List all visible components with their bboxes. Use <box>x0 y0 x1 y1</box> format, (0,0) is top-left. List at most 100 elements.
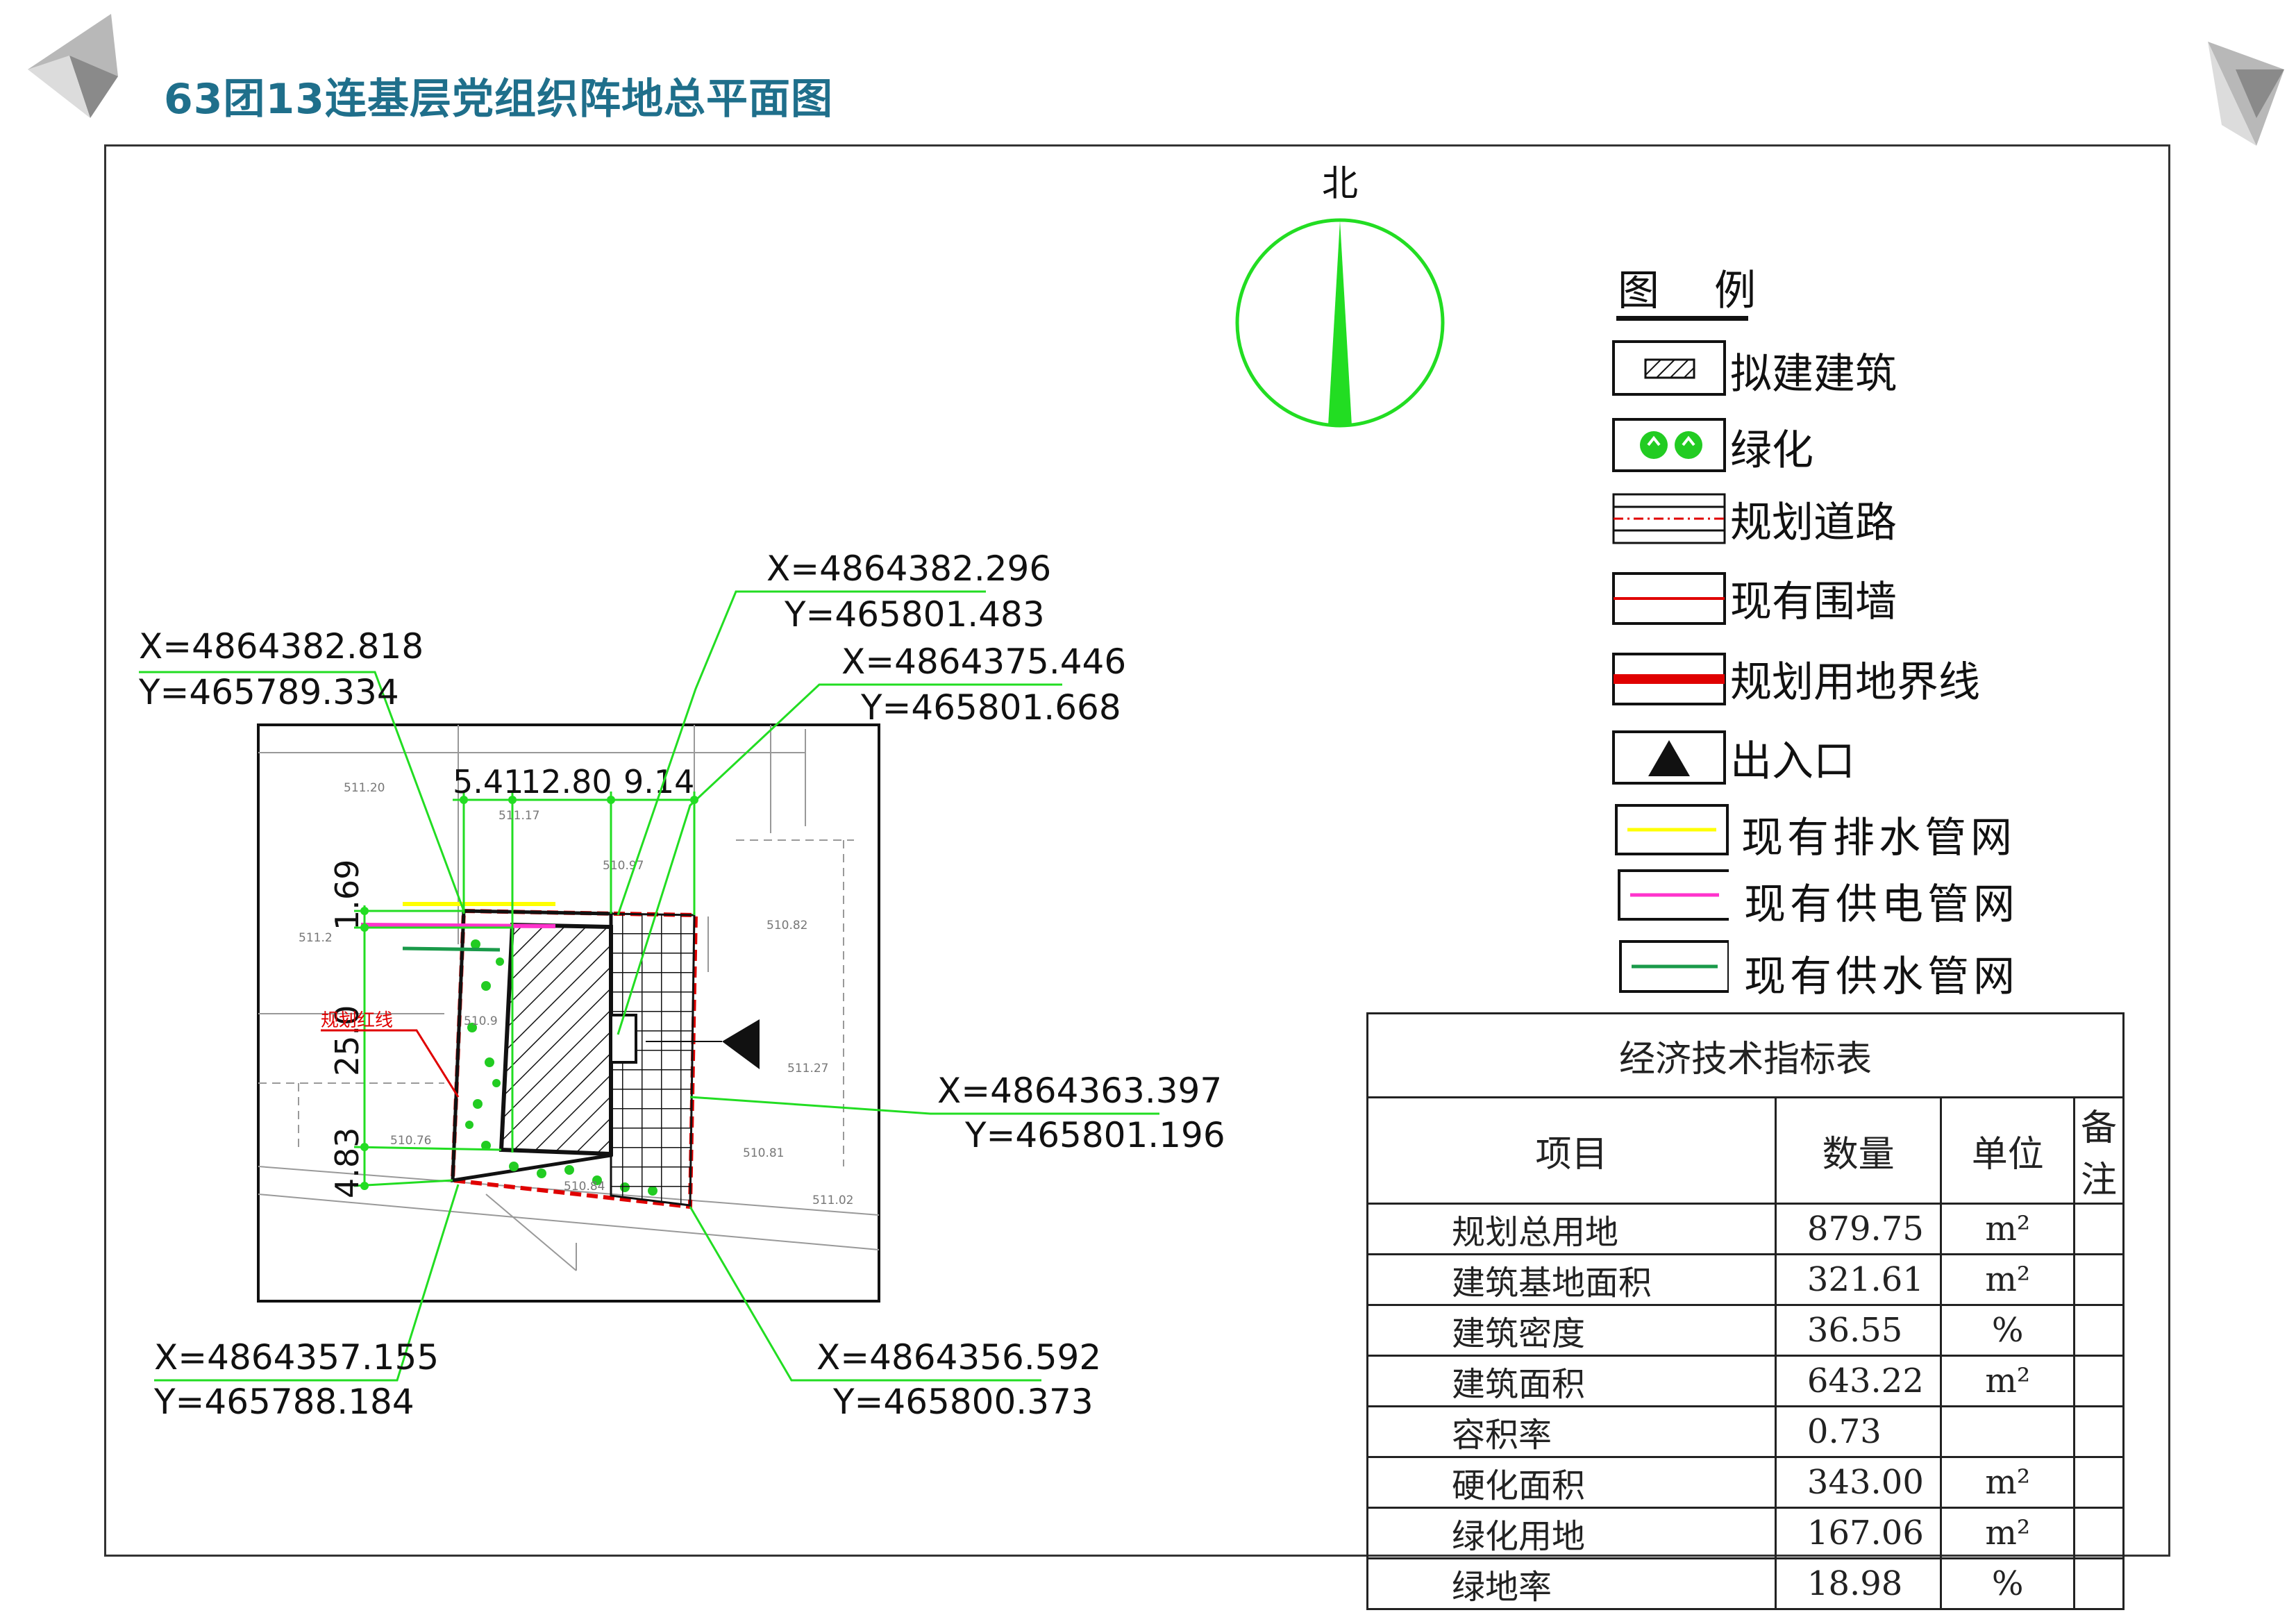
coord-se-y: Y=465800.373 <box>832 1382 1093 1422</box>
dim-top-1: 5.41 <box>453 763 523 801</box>
coord-se-x: X=4864356.592 <box>816 1337 1101 1378</box>
row-remark <box>2072 1304 2125 1357</box>
spot-elevation: 511.2 <box>299 931 333 945</box>
spot-elevation: 510.97 <box>603 859 644 873</box>
dim-top-2: 12.80 <box>521 763 612 801</box>
proposed-building <box>498 922 613 1157</box>
row-unit: m² <box>1940 1507 2075 1559</box>
spot-elevation: 511.17 <box>498 809 539 823</box>
table-row: 规划总用地 879.75 m² <box>1366 1203 2125 1255</box>
table-row: 建筑面积 643.22 m² <box>1366 1355 2125 1407</box>
row-remark <box>2072 1405 2125 1458</box>
redline-label: 规划红线 <box>321 1010 393 1031</box>
table-row: 建筑密度 36.55 % <box>1366 1304 2125 1357</box>
spot-elevations: 511.20 511.17 510.97 510.82 511.2 510.76… <box>299 781 853 1207</box>
water-pipe <box>402 946 501 952</box>
legend-label-entrance: 出入口 <box>1730 737 1855 786</box>
row-unit: m² <box>1940 1203 2075 1255</box>
table-row: 容积率 0.73 <box>1366 1405 2125 1458</box>
row-item: 建筑面积 <box>1366 1355 1777 1407</box>
row-unit: m² <box>1940 1355 2075 1407</box>
row-value: 879.75 <box>1774 1203 1943 1255</box>
legend-label-road: 规划道路 <box>1730 499 1897 547</box>
row-remark <box>2072 1355 2125 1407</box>
row-remark <box>2072 1557 2125 1610</box>
land-boundary-icon <box>1612 653 1726 705</box>
legend-label-power: 现有供电管网 <box>1744 880 2019 929</box>
table-row: 硬化面积 343.00 m² <box>1366 1456 2125 1509</box>
legend-label-wall: 现有围墙 <box>1730 578 1897 626</box>
legend-label-water: 现有供水管网 <box>1744 953 2019 1001</box>
corner-decoration-left <box>28 14 118 118</box>
coord-nw-x: X=4864382.818 <box>139 626 424 667</box>
row-item: 硬化面积 <box>1366 1456 1777 1509</box>
row-item: 容积率 <box>1366 1405 1777 1458</box>
coordinate-labels: X=4864382.818 Y=465789.334 X=4864382.296… <box>138 549 1225 1422</box>
row-remark <box>2072 1203 2125 1255</box>
spot-elevation: 511.20 <box>344 781 385 795</box>
dim-left-1: 1.69 <box>328 860 366 930</box>
row-remark <box>2072 1507 2125 1559</box>
water-line-icon <box>1619 940 1729 993</box>
coord-sw-y: Y=465788.184 <box>153 1382 414 1422</box>
row-item: 绿地率 <box>1366 1557 1777 1610</box>
power-line-icon <box>1618 869 1729 921</box>
row-value: 343.00 <box>1774 1456 1943 1509</box>
entrance-triangle-icon <box>1612 730 1726 785</box>
spot-elevation: 510.84 <box>564 1180 605 1194</box>
power-pipe <box>360 923 556 928</box>
coord-e2-x: X=4864363.397 <box>937 1071 1222 1111</box>
row-value: 321.61 <box>1774 1253 1943 1306</box>
row-unit: % <box>1940 1557 2075 1610</box>
dimension-lines <box>353 792 696 1189</box>
econ-table-caption: 经济技术指标表 <box>1366 1012 2125 1098</box>
hatched-building-icon <box>1612 340 1726 396</box>
drawing-frame <box>104 144 2170 1557</box>
page-title: 63团13连基层党组织阵地总平面图 <box>164 75 833 124</box>
row-value: 167.06 <box>1774 1507 1943 1559</box>
dimension-ticks <box>360 796 698 1190</box>
legend-icons <box>1612 340 1729 993</box>
spot-elevation: 510.76 <box>390 1134 431 1148</box>
row-value: 36.55 <box>1774 1304 1943 1357</box>
row-remark <box>2072 1456 2125 1509</box>
header-quantity: 数量 <box>1774 1096 1943 1205</box>
row-unit: % <box>1940 1304 2075 1357</box>
existing-wall-icon <box>1612 572 1726 625</box>
north-arrow: 北 <box>1235 163 1445 428</box>
legend-label-boundary: 规划用地界线 <box>1730 658 1980 707</box>
coord-nw-y: Y=465789.334 <box>138 672 399 712</box>
coord-e1-x: X=4864375.446 <box>841 642 1126 682</box>
building-porch <box>610 1014 637 1064</box>
coord-sw-x: X=4864357.155 <box>154 1337 439 1378</box>
spot-elevation: 511.27 <box>787 1062 828 1075</box>
row-item: 建筑基地面积 <box>1366 1253 1777 1306</box>
econ-table-header: 项目 数量 单位 备注 <box>1366 1096 2125 1205</box>
row-item: 规划总用地 <box>1366 1203 1777 1255</box>
coord-e2-y: Y=465801.196 <box>964 1115 1225 1155</box>
header-item: 项目 <box>1366 1096 1777 1205</box>
coord-e1-y: Y=465801.668 <box>860 687 1121 728</box>
row-value: 18.98 <box>1774 1557 1943 1610</box>
spot-elevation: 510.81 <box>743 1146 784 1160</box>
row-unit: m² <box>1940 1456 2075 1509</box>
spot-elevation: 510.82 <box>766 919 807 932</box>
entrance-marker <box>722 1019 760 1069</box>
row-unit <box>1940 1405 2075 1458</box>
dim-left-3: 4.83 <box>328 1128 366 1198</box>
legend-label-drainage: 现有排水管网 <box>1741 814 2016 862</box>
legend-label-greenery: 绿化 <box>1730 426 1813 475</box>
coord-ne-x: X=4864382.296 <box>766 549 1051 589</box>
legend-title-underline <box>1616 316 1748 321</box>
row-remark <box>2072 1253 2125 1306</box>
planned-road-icon <box>1612 493 1726 544</box>
row-value: 643.22 <box>1774 1355 1943 1407</box>
table-row: 绿地率 18.98 % <box>1366 1557 2125 1610</box>
corner-decoration-right <box>2208 42 2284 146</box>
north-label: 北 <box>1322 163 1358 205</box>
row-value: 0.73 <box>1774 1405 1943 1458</box>
header-unit: 单位 <box>1940 1096 2075 1205</box>
row-unit: m² <box>1940 1253 2075 1306</box>
row-item: 绿化用地 <box>1366 1507 1777 1559</box>
